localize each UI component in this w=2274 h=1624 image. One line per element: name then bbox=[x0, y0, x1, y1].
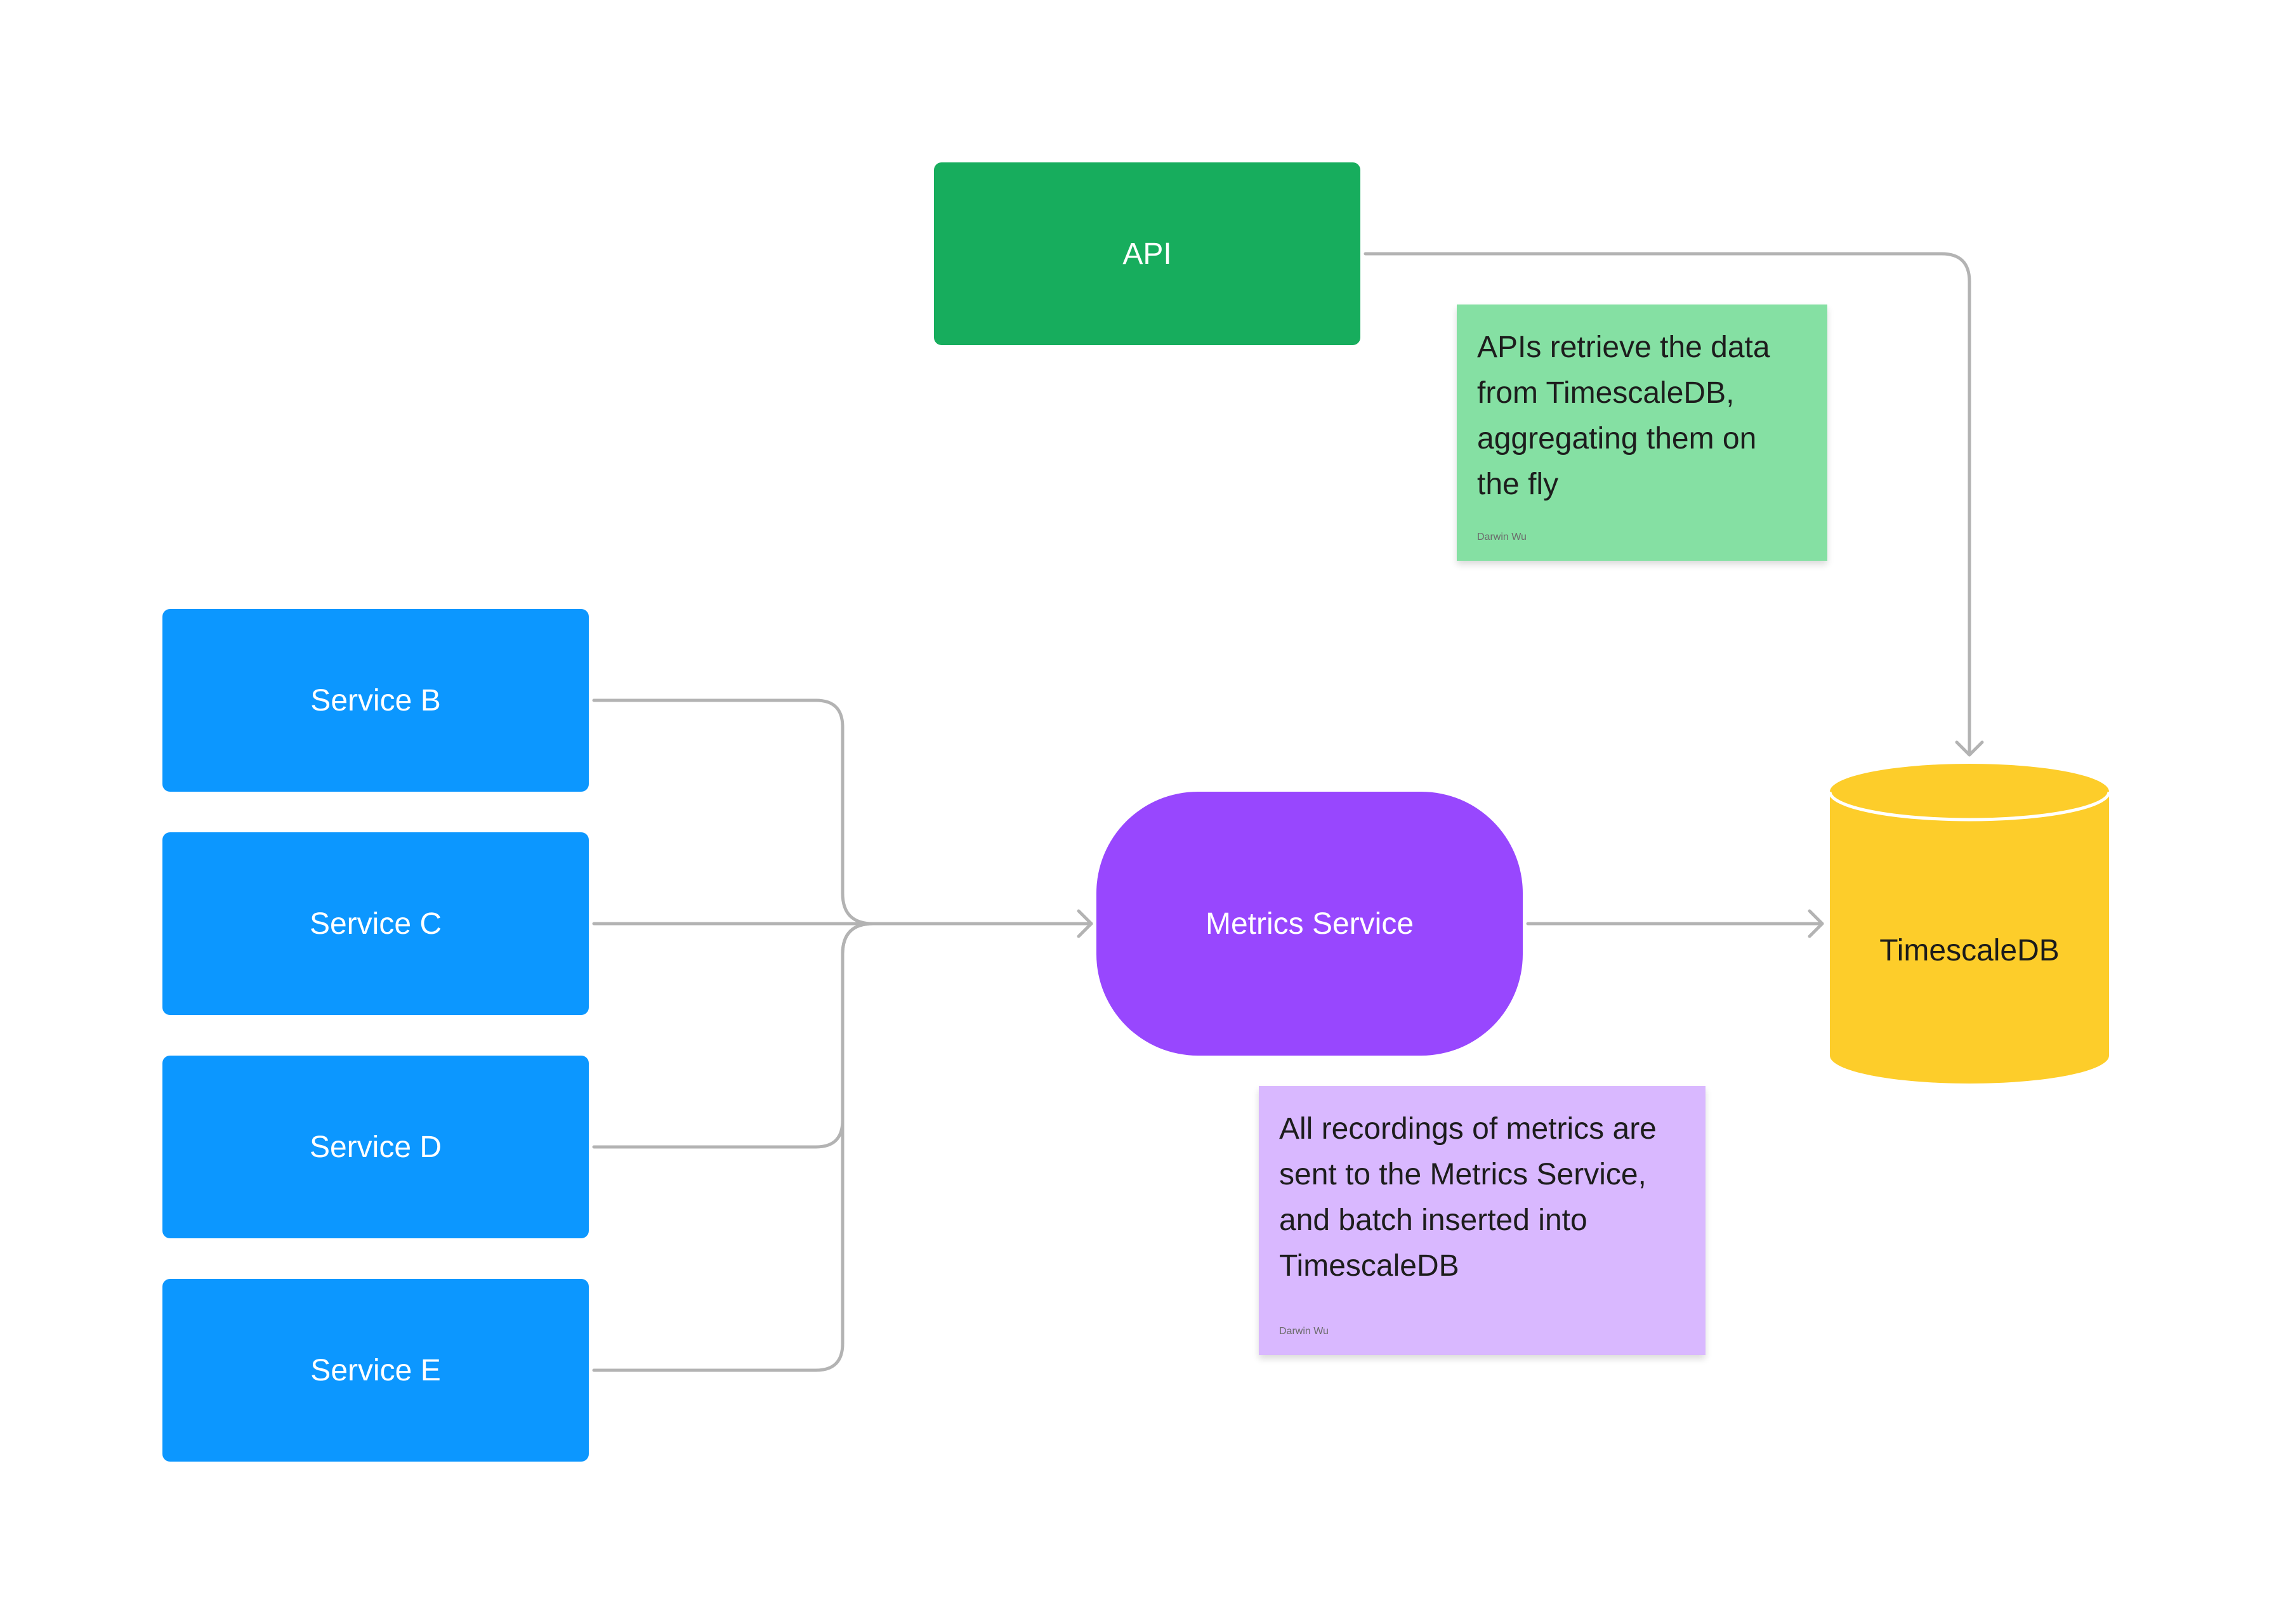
sticky-note-metrics-text: All recordings of metrics are sent to th… bbox=[1279, 1112, 1657, 1283]
service-c-label: Service C bbox=[309, 907, 442, 941]
metrics-service-label: Metrics Service bbox=[1205, 907, 1414, 941]
service-d-label: Service D bbox=[309, 1130, 442, 1164]
sticky-note-api[interactable]: APIs retrieve the data from TimescaleDB,… bbox=[1457, 304, 1827, 561]
metrics-service-node[interactable]: Metrics Service bbox=[1096, 792, 1523, 1056]
database-rim bbox=[1828, 791, 2111, 822]
service-c-node[interactable]: Service C bbox=[162, 832, 589, 1015]
sticky-note-api-author: Darwin Wu bbox=[1477, 532, 1527, 542]
connector-api-to-db bbox=[1364, 252, 1971, 757]
connector-service-b bbox=[592, 698, 1093, 926]
database-body bbox=[1830, 792, 2109, 1084]
sticky-note-metrics-author: Darwin Wu bbox=[1279, 1326, 1329, 1337]
database-label: TimescaleDB bbox=[1879, 933, 2060, 967]
service-b-label: Service B bbox=[310, 683, 441, 717]
service-b-node[interactable]: Service B bbox=[162, 609, 589, 792]
service-e-label: Service E bbox=[310, 1353, 441, 1387]
arrowhead-metrics bbox=[1077, 909, 1093, 938]
arrowhead-db-top bbox=[1955, 740, 1984, 757]
connector-service-e bbox=[592, 922, 875, 1372]
connector-service-d bbox=[592, 922, 875, 1149]
service-e-node[interactable]: Service E bbox=[162, 1279, 589, 1462]
service-d-node[interactable]: Service D bbox=[162, 1056, 589, 1238]
sticky-note-api-text: APIs retrieve the data from TimescaleDB,… bbox=[1477, 331, 1770, 501]
sticky-note-metrics[interactable]: All recordings of metrics are sent to th… bbox=[1259, 1086, 1705, 1355]
api-node-label: API bbox=[1122, 237, 1172, 271]
api-node[interactable]: API bbox=[934, 162, 1360, 345]
database-top bbox=[1830, 764, 2109, 820]
database-cylinder[interactable] bbox=[1828, 764, 2111, 1084]
arrowhead-db-side bbox=[1808, 909, 1824, 938]
